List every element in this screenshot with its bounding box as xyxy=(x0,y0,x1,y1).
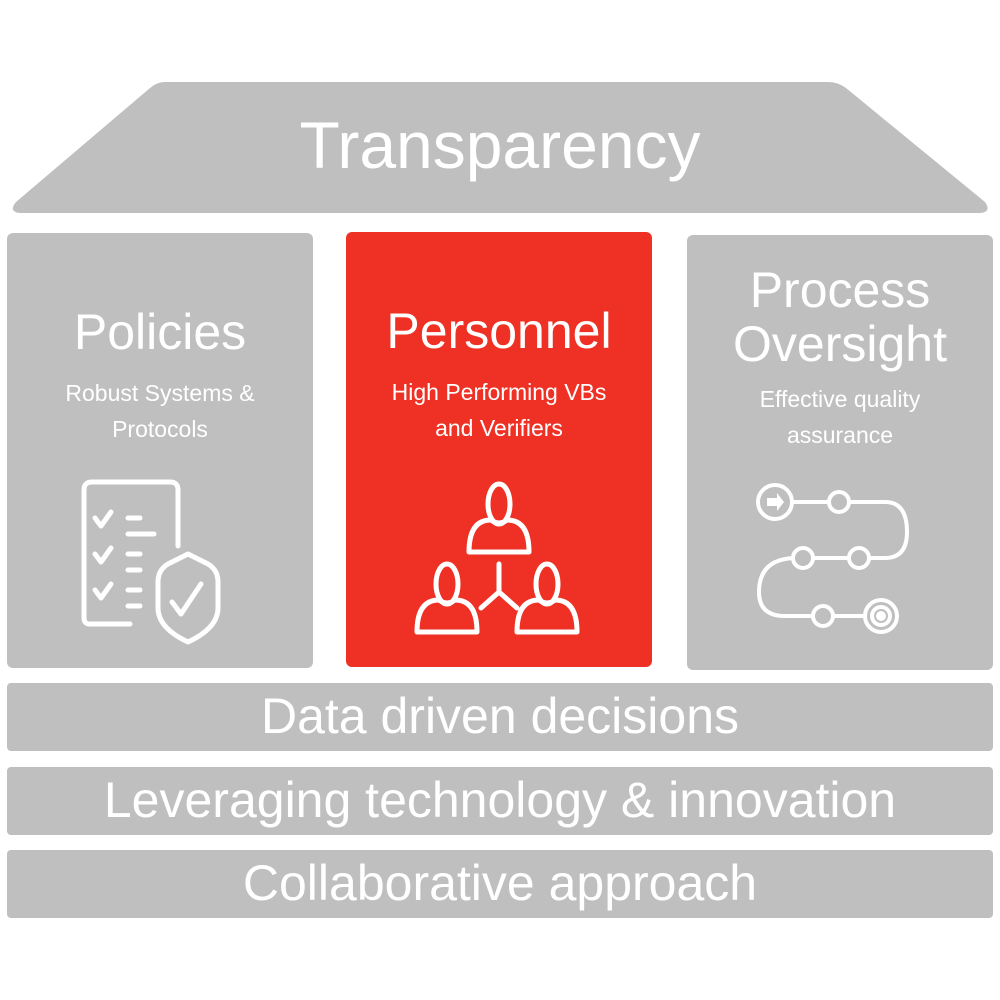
roof xyxy=(12,82,988,213)
pillar-title: Personnel xyxy=(386,303,612,359)
foundation-collaborative-approach: Collaborative approach xyxy=(7,850,993,918)
foundation-technology-innovation: Leveraging technology & innovation xyxy=(7,767,993,835)
pillar-subtitle: Robust Systems &Protocols xyxy=(65,380,255,442)
pillar-policies: Policies Robust Systems &Protocols xyxy=(7,233,313,668)
process-path-icon xyxy=(756,483,910,634)
roof-title: Transparency xyxy=(299,108,701,182)
foundation-data-driven-decisions: Data driven decisions xyxy=(7,683,993,751)
team-network-icon xyxy=(414,481,580,635)
checklist-shield-icon xyxy=(81,479,221,645)
pillar-title: Policies xyxy=(73,304,247,360)
